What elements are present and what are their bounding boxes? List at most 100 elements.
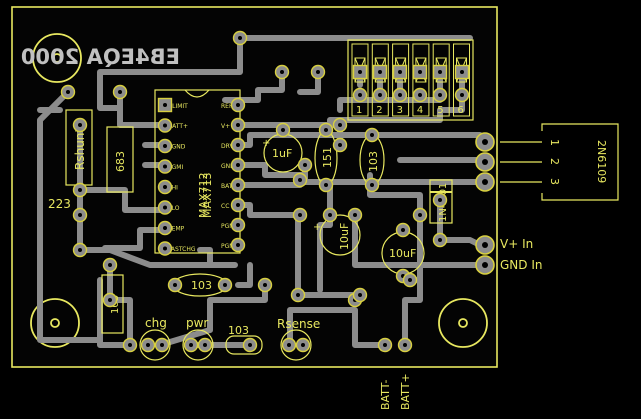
pad — [292, 172, 308, 188]
pad — [230, 197, 246, 213]
pad — [377, 337, 393, 353]
dip-switch-number: 5 — [437, 105, 443, 116]
capacitor-10uf-a-label: 10uF — [338, 223, 351, 250]
pad — [322, 207, 338, 223]
connector-pad-hole — [482, 262, 488, 268]
mount-hole-bottom-left — [30, 298, 80, 348]
capacitor-1uf-plus: + — [262, 138, 270, 149]
pad — [230, 217, 246, 233]
dip-switch-number: 6 — [458, 105, 464, 116]
pad — [60, 84, 76, 100]
batt-minus-label: BATT- — [379, 380, 392, 410]
ic-pin-label: CC — [221, 203, 229, 210]
pad — [230, 137, 246, 153]
pad — [157, 97, 173, 113]
ic-notch — [184, 89, 210, 98]
pad — [230, 177, 246, 193]
dip-switch-number: 3 — [397, 105, 403, 116]
dip-switch-number: 4 — [417, 105, 423, 116]
rsense: Rsense — [277, 317, 320, 361]
pad — [157, 200, 173, 215]
resistor-683-label: 683 — [114, 151, 127, 172]
ic-pin-label: GND — [221, 163, 235, 170]
ic-pin-label: FASTCHG — [168, 246, 196, 253]
dip-switch-slot — [371, 43, 389, 117]
capacitor-10uf-b-label: 10uF — [389, 247, 416, 260]
ic-pin-vlimit: VLIMIT — [168, 103, 188, 110]
ic-pin-label: BATT- — [221, 183, 238, 190]
pad — [397, 337, 413, 353]
batt-plus-label: BATT+ — [399, 373, 412, 410]
capacitor-103b-label: 103 — [191, 279, 212, 292]
pad — [157, 179, 173, 195]
dip-switch-outline — [347, 39, 474, 121]
pad — [197, 337, 213, 353]
ic-pin-label: PGND — [168, 144, 186, 151]
pad — [72, 182, 88, 198]
connector-pad-hole — [482, 179, 488, 185]
ic-pin-label: PGM2 — [221, 243, 238, 250]
pad — [454, 87, 470, 103]
dip-switch-slot — [351, 43, 369, 117]
led-chg: chg — [139, 316, 171, 361]
pad — [217, 277, 233, 293]
resistor-103-small-label: 103 — [228, 324, 249, 337]
pad — [395, 222, 411, 238]
ic-pin-label: DRV — [221, 143, 234, 150]
pad — [372, 87, 388, 103]
pad — [364, 177, 380, 193]
rsense-label: Rsense — [277, 317, 320, 331]
pad — [352, 87, 368, 103]
pad — [392, 87, 408, 103]
pad — [183, 337, 199, 353]
pad — [102, 257, 118, 273]
mount-hole-top-left — [32, 33, 82, 83]
led-pwr: pwr — [182, 316, 214, 361]
dip-switch-slot — [392, 43, 410, 117]
led-pwr-label: pwr — [186, 316, 208, 330]
transistor-pin-1: 1 — [548, 139, 561, 146]
pad — [157, 118, 173, 133]
pad — [292, 207, 308, 223]
pad — [432, 87, 448, 103]
capacitor-1uf-label: 1uF — [272, 147, 292, 160]
board-title: EB4EQA 2000 — [21, 45, 180, 69]
pad — [402, 272, 418, 288]
pad — [122, 337, 138, 353]
pad — [432, 232, 448, 248]
pad — [432, 192, 448, 208]
capacitor-103a-label: 103 — [367, 151, 380, 172]
ic-pin-label: PGMI — [168, 164, 183, 171]
pad — [230, 237, 246, 253]
pad — [297, 157, 313, 173]
pad — [364, 127, 380, 143]
pad — [290, 287, 306, 303]
pad — [72, 242, 88, 258]
pads — [60, 30, 495, 353]
connector-pad-hole — [482, 159, 488, 165]
pad — [112, 84, 128, 100]
pad — [157, 241, 173, 256]
ic-pin-label: BATT+ — [168, 123, 188, 130]
pad — [432, 64, 448, 80]
pad — [412, 87, 428, 103]
connector-pad-hole — [482, 139, 488, 145]
dip-switch-number: 1 — [356, 105, 362, 116]
pad — [310, 64, 326, 80]
ic-label-left: MAX712 — [197, 172, 210, 218]
pad — [454, 64, 470, 80]
mounting-holes — [30, 33, 488, 348]
pad — [412, 64, 428, 80]
pad — [318, 122, 334, 138]
transistor-pin-2: 2 — [548, 158, 561, 165]
pad — [295, 337, 311, 353]
pad — [72, 117, 88, 133]
rshunt-label: Rshunt — [73, 128, 87, 170]
resistor-683: 683 — [106, 126, 134, 193]
ic-pin-label: TEMP — [167, 226, 185, 233]
dip-switch-slot — [432, 43, 450, 117]
pad — [274, 64, 290, 80]
pad — [347, 207, 363, 223]
